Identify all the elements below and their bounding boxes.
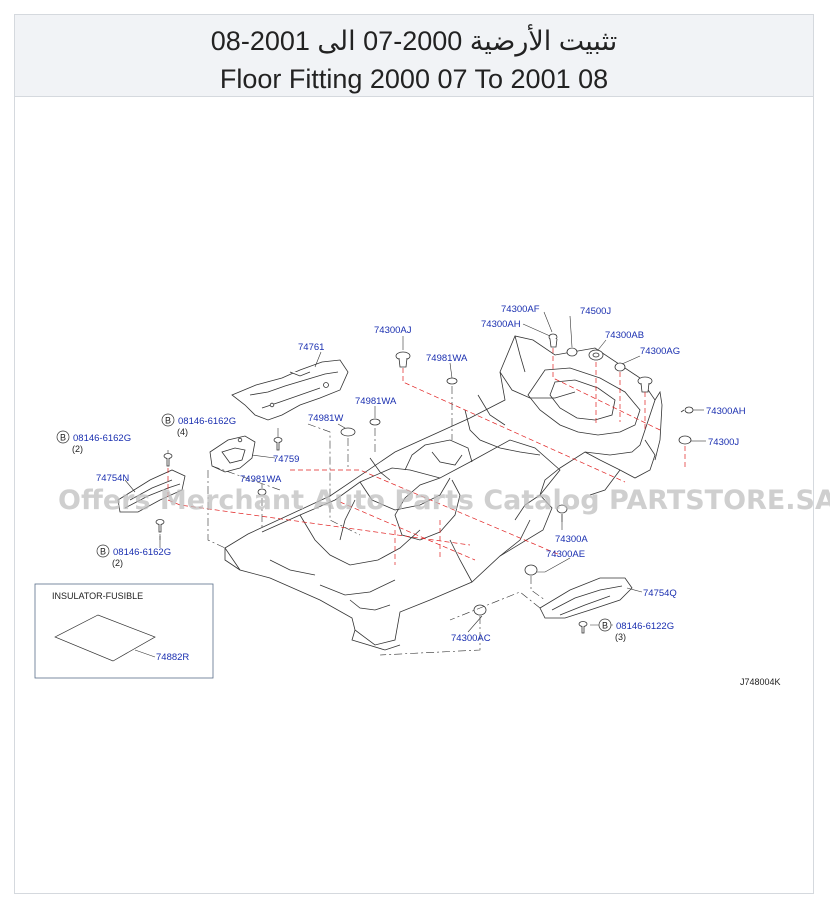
bolt-part-b2: 08146-6162G [73,433,131,444]
red-leader-lines [167,348,686,565]
bolt-part-b1: 08146-6162G [178,416,236,427]
bolt-b1-drawing [273,437,283,451]
bolt-marker-b2 [56,430,70,444]
grommet-74500J-drawing [566,347,578,357]
plug-74300J-drawing [678,435,692,445]
part-label-74761[interactable]: 74761 [298,342,324,353]
watermark-text: Offers Merchant Auto Parts Catalog PARTS… [58,485,830,516]
plug-74981W-drawing [340,427,356,437]
part-label-74981WA-2[interactable]: 74981WA [355,396,397,407]
plug-74981WA-2-drawing [369,418,381,426]
part-label-74300AE[interactable]: 74300AE [546,549,585,560]
bolt-b3-drawing [155,519,165,533]
plug-74300AG-drawing [614,362,626,372]
clip-74300AB-drawing [588,349,604,361]
page-frame: تثبيت الأرضية 2000-07 الى 2001-08 Floor … [14,14,814,894]
bolt-b4-drawing [578,621,588,634]
part-label-74754N[interactable]: 74754N [96,473,129,484]
part-label-74300J[interactable]: 74300J [708,437,739,448]
bolt-qty-b1: (4) [177,427,188,437]
bolt-marker-b2-text: B [60,433,66,443]
part-label-74300AB[interactable]: 74300AB [605,330,644,341]
bolt-marker-b3-text: B [100,547,106,557]
label-leaders [124,311,706,633]
insulator-74754Q-drawing [539,577,633,619]
bolt-marker-b4-text: B [602,621,608,631]
bolt-b2-drawing [163,453,173,467]
part-label-74300AC[interactable]: 74300AC [451,633,491,644]
page-title-arabic: تثبيت الأرضية 2000-07 الى 2001-08 [210,26,618,56]
diagram-code: J748004K [740,677,781,687]
floor-panel-drawing [224,335,663,651]
plug-74300AC-drawing [473,604,487,616]
part-label-74300AH-2[interactable]: 74300AH [706,406,746,417]
page-title-english: Floor Fitting 2000 07 To 2001 08 [219,64,609,94]
inset-insulator-fusible: INSULATOR-FUSIBLE 74882R [34,583,214,679]
part-label-74300AH-1[interactable]: 74300AH [481,319,521,330]
bolt-marker-b1-text: B [165,416,171,426]
bolt-label-b1[interactable]: B 08146-6162G (4) [161,413,236,437]
part-label-74300A[interactable]: 74300A [555,534,588,545]
plug-74981WA-1-drawing [446,377,458,385]
inset-leader [134,649,156,658]
part-label-74300AF[interactable]: 74300AF [501,304,540,315]
bolt-label-b2[interactable]: B 08146-6162G (2) [56,430,131,454]
heat-insulator-74761-drawing [231,359,349,421]
plug-74300A-drawing [556,504,568,514]
clip-74300AE-drawing [524,564,538,576]
part-label-74981W[interactable]: 74981W [308,413,343,424]
bracket-74759-drawing [209,435,256,473]
bolt-qty-b2: (2) [72,444,83,454]
part-label-74300AJ[interactable]: 74300AJ [374,325,412,336]
bolt-marker-b1 [161,413,175,427]
bolt-labels: B 08146-6162G (4) B 08146-6162G (2) B 08… [56,413,674,642]
insulator-sheet-drawing [54,614,156,662]
bolt-marker-b4 [598,618,612,632]
bolt-marker-b3 [96,544,110,558]
clip-74300AH-2-drawing [680,406,694,414]
bolt-qty-b3: (2) [112,558,123,568]
bolt-part-b3: 08146-6162G [113,547,171,558]
part-label-74759[interactable]: 74759 [273,454,299,465]
page-header: تثبيت الأرضية 2000-07 الى 2001-08 Floor … [15,15,813,97]
part-label-74981WA-1[interactable]: 74981WA [426,353,468,364]
clip-74300AH-drawing [637,376,653,393]
part-label-74300AG[interactable]: 74300AG [640,346,680,357]
part-label-74754Q[interactable]: 74754Q [643,588,677,599]
clips-drawing [155,333,694,634]
inset-title: INSULATOR-FUSIBLE [52,591,143,601]
bolt-part-b4: 08146-6122G [616,621,674,632]
bolt-label-b3[interactable]: B 08146-6162G (2) [96,544,171,568]
part-label-74981WA-3[interactable]: 74981WA [240,474,282,485]
plug-74981WA-3-drawing [257,488,267,496]
part-labels: 74761 74300AJ 74981WA 74300AF 74300AH 74… [96,304,746,644]
part-label-74882R[interactable]: 74882R [156,652,189,663]
bolt-qty-b4: (3) [615,632,626,642]
clip-74300AJ-drawing [395,351,411,368]
bolt-label-b4[interactable]: B 08146-6122G (3) [598,618,674,642]
clip-74300AF-drawing [548,333,558,348]
part-label-74500J[interactable]: 74500J [580,306,611,317]
black-leader-lines [159,386,563,656]
